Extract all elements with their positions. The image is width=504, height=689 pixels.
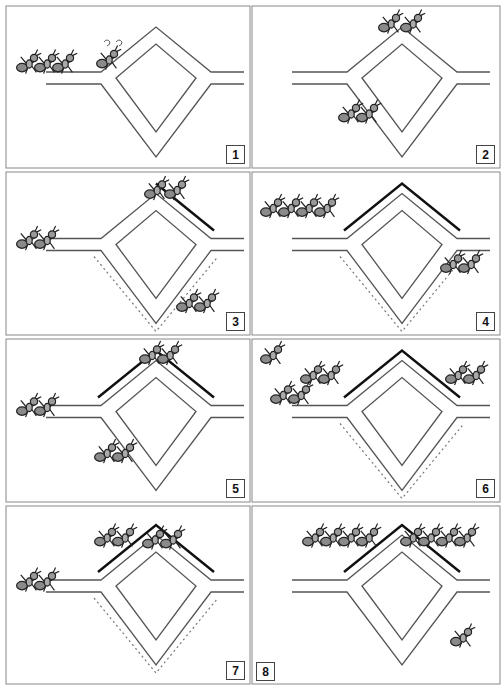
- pheromone-trail: [344, 525, 460, 572]
- pheromone-trail-faint: [340, 424, 464, 499]
- panel: [252, 339, 500, 502]
- callout-number-box: 5: [226, 479, 245, 498]
- path-outline: [292, 251, 490, 324]
- path-outline: [46, 27, 244, 72]
- path-outline: [46, 592, 244, 665]
- ant: [357, 100, 382, 124]
- path-outline: [292, 194, 490, 239]
- path-outline: [46, 84, 244, 157]
- ant: [35, 568, 60, 592]
- panel-frame: [6, 339, 250, 502]
- path-outline: [292, 535, 490, 580]
- ant: [357, 524, 382, 548]
- ant: [401, 10, 426, 34]
- callout-number-box: 7: [226, 661, 245, 680]
- path-outline: [46, 418, 244, 491]
- pheromone-trail: [98, 525, 214, 572]
- callout-number: 4: [482, 316, 489, 328]
- ant: [97, 46, 122, 70]
- confusion-mark: [104, 40, 122, 46]
- path-outline: [116, 211, 196, 299]
- ant: [158, 341, 183, 365]
- path-outline: [362, 211, 442, 299]
- callout-number: 7: [232, 665, 239, 677]
- pheromone-trail-faint: [94, 598, 218, 673]
- pheromone-trail: [344, 351, 460, 398]
- path-outline: [292, 84, 490, 157]
- callout-number: 5: [232, 483, 239, 495]
- callout-number-box: 1: [226, 145, 245, 164]
- ant: [459, 250, 484, 274]
- callout-number: 6: [482, 483, 489, 495]
- panel-frame: [252, 172, 500, 335]
- callout-number: 8: [262, 666, 269, 678]
- ant: [53, 50, 78, 74]
- ant: [35, 226, 60, 250]
- pheromone-trail: [156, 184, 214, 231]
- panel-frame: [252, 506, 500, 684]
- panel: [6, 339, 250, 502]
- callout-number: 2: [482, 149, 489, 161]
- path-outline: [46, 535, 244, 580]
- ant: [165, 176, 190, 200]
- ant: [319, 361, 344, 385]
- path-outline: [116, 378, 196, 466]
- pheromone-trail: [98, 351, 214, 398]
- panel-frame: [6, 172, 250, 335]
- callout-number: 1: [232, 149, 239, 161]
- pheromone-trail-faint: [94, 257, 218, 332]
- callout-number-box: 2: [476, 145, 495, 164]
- path-outline: [46, 361, 244, 406]
- path-outline: [292, 27, 490, 72]
- path-outline: [116, 44, 196, 132]
- ant: [195, 289, 220, 313]
- callout-number-box: 3: [226, 312, 245, 331]
- ant: [261, 341, 286, 365]
- path-outline: [46, 251, 244, 324]
- callout-number-box: 8: [256, 662, 275, 681]
- panel: [252, 506, 500, 684]
- path-outline: [292, 592, 490, 665]
- pheromone-trail: [344, 184, 460, 231]
- panel: [252, 6, 500, 168]
- path-outline: [292, 418, 490, 491]
- panel: [6, 6, 250, 168]
- ant: [455, 524, 480, 548]
- ant: [35, 393, 60, 417]
- ant: [161, 526, 186, 550]
- panel-frame: [252, 339, 500, 502]
- path-outline: [46, 194, 244, 239]
- panel: [252, 172, 500, 335]
- path-outline: [362, 44, 442, 132]
- callout-number-box: 6: [476, 479, 495, 498]
- panel-frame: [6, 6, 250, 168]
- ant: [451, 624, 476, 648]
- panel: [6, 506, 250, 684]
- ant: [315, 194, 340, 218]
- panel: [6, 172, 250, 335]
- path-outline: [362, 552, 442, 640]
- callout-number: 3: [232, 316, 239, 328]
- ant: [113, 439, 138, 463]
- panel-frame: [252, 6, 500, 168]
- path-outline: [292, 361, 490, 406]
- callout-number-box: 4: [476, 312, 495, 331]
- ant: [464, 361, 489, 385]
- ant: [289, 381, 314, 405]
- path-outline: [116, 552, 196, 640]
- ant: [113, 524, 138, 548]
- ant: [379, 10, 404, 34]
- panel-frame: [6, 506, 250, 684]
- path-outline: [362, 378, 442, 466]
- pheromone-trail-faint: [340, 257, 464, 332]
